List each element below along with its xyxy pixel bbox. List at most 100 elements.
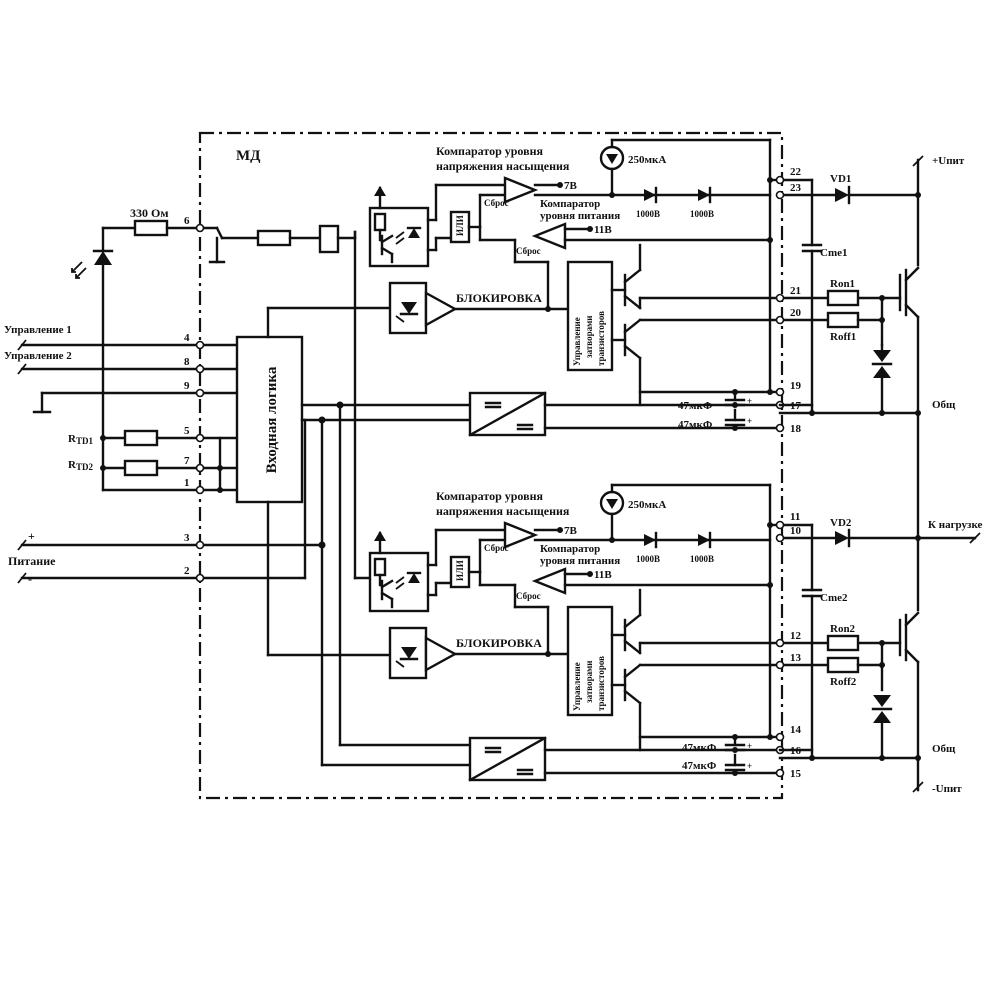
bottom-reset2: Сброс xyxy=(516,591,541,601)
top-channel: + + xyxy=(368,138,782,437)
rtd2-main: R xyxy=(68,459,77,471)
pin6-internal xyxy=(198,224,357,264)
power-lines xyxy=(17,539,324,584)
pin-13: 13 xyxy=(790,652,802,664)
top-diode-rating1: 1000В xyxy=(636,209,660,219)
pin-21: 21 xyxy=(790,285,801,297)
rtd2-sub: TD2 xyxy=(76,462,94,472)
vd1-label: VD1 xyxy=(830,173,851,185)
bottom-cap2: 47мкФ xyxy=(682,760,717,772)
bottom-gate-driver-line3: транзисторов xyxy=(596,656,606,711)
cme1-label: Cme1 xyxy=(820,247,848,259)
power-stage xyxy=(778,155,981,793)
pin-6: 6 xyxy=(184,215,190,227)
control1-label: Управление 1 xyxy=(4,324,72,336)
bottom-cap1: 47мкФ xyxy=(682,742,717,754)
top-or-gate: ИЛИ xyxy=(455,215,465,236)
ron1-label: Ron1 xyxy=(830,278,855,290)
bottom-blocking: БЛОКИРОВКА xyxy=(456,636,542,650)
pin-markers xyxy=(195,175,785,778)
pin-8: 8 xyxy=(184,356,190,368)
u-neg-label: -Uпит xyxy=(932,783,962,795)
common1-label: Общ xyxy=(932,399,956,411)
svg-text:+: + xyxy=(747,416,752,426)
top-supply-comp-line1: Компаратор xyxy=(540,198,600,210)
control2-label: Управление 2 xyxy=(4,350,72,362)
resistor-330-label: 330 Ом xyxy=(130,206,169,220)
bottom-sat-comp-line2: напряжения насыщения xyxy=(436,504,570,518)
rtd1-sub: TD1 xyxy=(76,436,94,446)
power-plus: + xyxy=(28,529,35,543)
top-sat-comp-line1: Компаратор уровня xyxy=(436,144,544,158)
bottom-reset1: Сброс xyxy=(484,543,509,553)
pin-20: 20 xyxy=(790,307,802,319)
pin6-network xyxy=(71,219,202,492)
rtd1-main: R xyxy=(68,433,77,445)
pin-3: 3 xyxy=(184,532,190,544)
power-minus: - xyxy=(28,572,32,586)
pin-7: 7 xyxy=(184,455,190,467)
input-logic-label: Входная логика xyxy=(264,366,280,473)
svg-text:+: + xyxy=(747,396,752,406)
top-cap1: 47мкФ xyxy=(678,400,713,412)
ron2-label: Ron2 xyxy=(830,623,856,635)
pin-23: 23 xyxy=(790,182,802,194)
top-diode-rating2: 1000В xyxy=(690,209,714,219)
common2-label: Общ xyxy=(932,743,956,755)
bottom-or-gate: ИЛИ xyxy=(455,560,465,581)
top-current-source: 250мкА xyxy=(628,154,666,166)
rtd-network xyxy=(100,429,239,493)
top-ref-11v: 11В xyxy=(594,224,612,236)
top-supply-comp-line2: уровня питания xyxy=(540,210,620,222)
roff2-label: Roff2 xyxy=(830,676,857,688)
bottom-supply-comp-line1: Компаратор xyxy=(540,543,600,555)
pin-18: 18 xyxy=(790,423,802,435)
top-blocking: БЛОКИРОВКА xyxy=(456,291,542,305)
top-reset2: Сброс xyxy=(516,246,541,256)
pin-22: 22 xyxy=(790,166,802,178)
bottom-diode-rating1: 1000В xyxy=(636,554,660,564)
to-load-label: К нагрузке xyxy=(928,519,983,531)
pin-12: 12 xyxy=(790,630,802,642)
top-sat-comp-line2: напряжения насыщения xyxy=(436,159,570,173)
bottom-gate-driver-line2: затворами xyxy=(584,661,594,703)
pin-19: 19 xyxy=(790,380,802,392)
bottom-diode-rating2: 1000В xyxy=(690,554,714,564)
rtd2-label: RTD2 xyxy=(68,459,93,472)
input-logic-block xyxy=(235,335,304,504)
bottom-ref-7v: 7В xyxy=(564,525,578,537)
top-gate-driver-line3: транзисторов xyxy=(596,311,606,366)
pin-15: 15 xyxy=(790,768,802,780)
bottom-current-source: 250мкА xyxy=(628,499,666,511)
bottom-gate-driver-line1: Управление xyxy=(572,662,582,711)
top-gate-driver-line2: затворами xyxy=(584,316,594,358)
roff1-label: Roff1 xyxy=(830,331,856,343)
module-title: МД xyxy=(236,148,261,164)
pin-4: 4 xyxy=(184,332,190,344)
pin-14: 14 xyxy=(790,724,802,736)
pin-16: 16 xyxy=(790,745,802,757)
pin-9: 9 xyxy=(184,380,190,392)
pin-11: 11 xyxy=(790,511,800,523)
bottom-channel: + + xyxy=(368,483,782,782)
bottom-supply-comp-line2: уровня питания xyxy=(540,555,620,567)
svg-text:+: + xyxy=(747,761,752,771)
pin-1: 1 xyxy=(184,477,190,489)
pin-5: 5 xyxy=(184,425,190,437)
top-ref-7v: 7В xyxy=(564,180,578,192)
cme2-label: Cme2 xyxy=(820,592,848,604)
power-label: Питание xyxy=(8,554,56,568)
bottom-ref-11v: 11В xyxy=(594,569,612,581)
svg-text:+: + xyxy=(747,741,752,751)
top-gate-driver-line1: Управление xyxy=(572,317,582,366)
pin-2: 2 xyxy=(184,565,190,577)
bottom-sat-comp-line1: Компаратор уровня xyxy=(436,489,544,503)
vd2-label: VD2 xyxy=(830,517,852,529)
rtd1-label: RTD1 xyxy=(68,433,93,446)
u-pos-label: +Uпит xyxy=(932,155,965,167)
top-reset1: Сброс xyxy=(484,198,509,208)
pin-10: 10 xyxy=(790,525,802,537)
top-cap2: 47мкФ xyxy=(678,419,713,431)
pin-17: 17 xyxy=(790,400,802,412)
